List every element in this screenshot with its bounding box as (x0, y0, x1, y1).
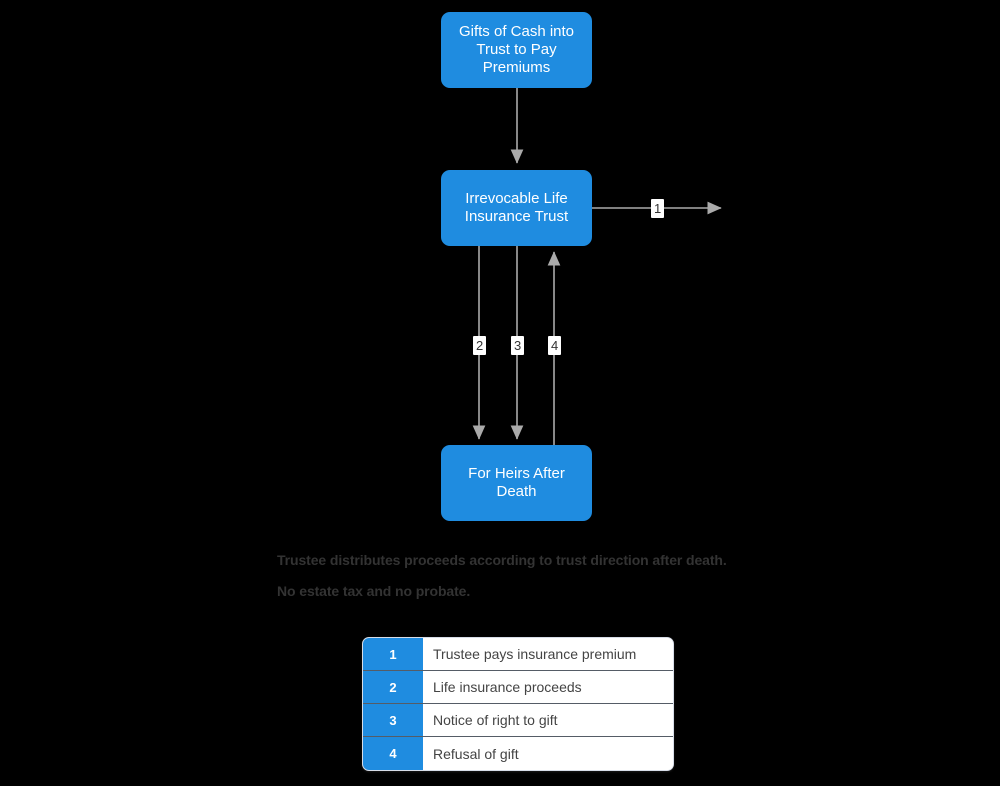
legend-row: 2 Life insurance proceeds (363, 671, 673, 704)
legend-key-1: 1 (363, 638, 423, 670)
edge-label-4: 4 (548, 336, 561, 355)
legend-desc-3: Notice of right to gift (423, 704, 673, 736)
legend-table: 1 Trustee pays insurance premium 2 Life … (362, 637, 674, 771)
legend-key-2: 2 (363, 671, 423, 703)
edge-label-2: 2 (473, 336, 486, 355)
legend-desc-4: Refusal of gift (423, 737, 673, 770)
legend-key-4: 4 (363, 737, 423, 770)
node-for-heirs-after-death[interactable]: For Heirs After Death (441, 445, 592, 521)
node-gifts-of-cash[interactable]: Gifts of Cash into Trust to Pay Premiums (441, 12, 592, 88)
legend-row: 3 Notice of right to gift (363, 704, 673, 737)
edge-label-1: 1 (651, 199, 664, 218)
edge-label-3: 3 (511, 336, 524, 355)
legend-row: 1 Trustee pays insurance premium (363, 638, 673, 671)
note-no-estate-tax: No estate tax and no probate. (277, 583, 471, 599)
legend-desc-1: Trustee pays insurance premium (423, 638, 673, 670)
legend-key-3: 3 (363, 704, 423, 736)
node-irrevocable-life-insurance-trust[interactable]: Irrevocable Life Insurance Trust (441, 170, 592, 246)
legend-row: 4 Refusal of gift (363, 737, 673, 770)
note-trustee-distribution: Trustee distributes proceeds according t… (277, 552, 727, 568)
legend-desc-2: Life insurance proceeds (423, 671, 673, 703)
